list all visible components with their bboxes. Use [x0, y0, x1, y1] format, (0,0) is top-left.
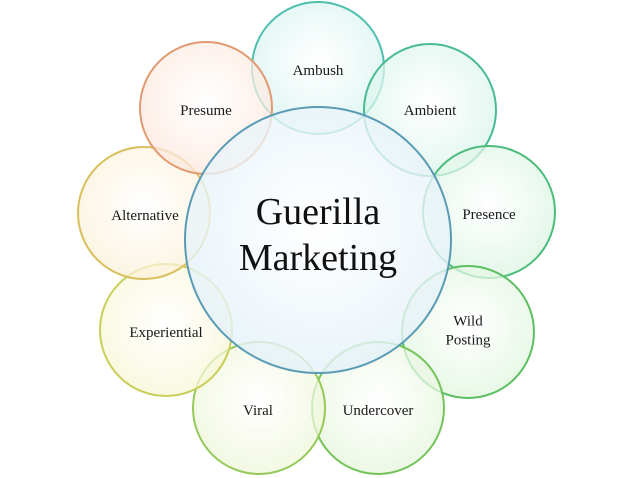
- center-circle-group: [184, 106, 452, 374]
- center-title-line: Marketing: [239, 237, 397, 279]
- petal-label-line: Presence: [462, 207, 516, 223]
- petal-circles: [77, 1, 556, 475]
- petal-label-6: Experiential: [129, 325, 202, 341]
- petal-label-4: Undercover: [343, 403, 414, 419]
- petal-label-0: Ambush: [293, 63, 344, 79]
- petal-label-line: Ambient: [404, 103, 457, 119]
- center-circle: [184, 106, 452, 374]
- petal-label-line: Viral: [243, 403, 273, 419]
- petal-label-line: Experiential: [129, 325, 202, 341]
- petal-label-line: Presume: [180, 103, 232, 119]
- petal-label-2: Presence: [462, 207, 516, 223]
- petal-label-line: Undercover: [343, 403, 414, 419]
- center-title-line: Guerilla: [256, 191, 381, 233]
- petal-label-8: Presume: [180, 103, 232, 119]
- petal-label-5: Viral: [243, 403, 273, 419]
- petal-label-7: Alternative: [111, 208, 179, 224]
- petal-label-line: Ambush: [293, 63, 344, 79]
- petal-label-line: Alternative: [111, 208, 179, 224]
- petal-label-1: Ambient: [404, 103, 457, 119]
- petal-label-line: Wild: [453, 314, 483, 330]
- petal-label-line: Posting: [445, 333, 491, 349]
